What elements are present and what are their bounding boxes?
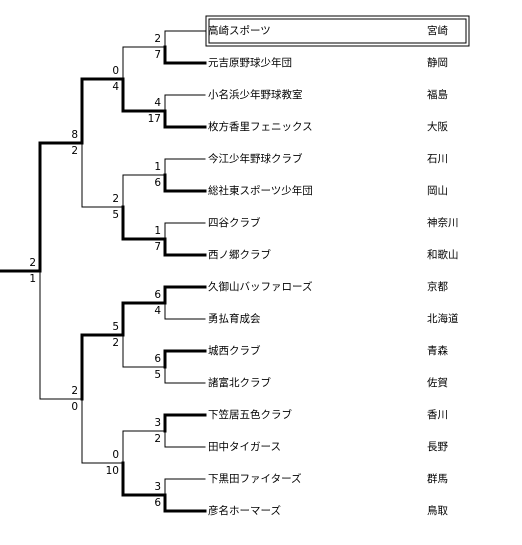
score-bottom: 2 [112,337,119,349]
team-prefecture: 佐賀 [427,376,448,389]
team-prefecture: 北海道 [427,312,459,325]
team-name: 四谷クラブ [208,216,261,229]
score-top: 1 [154,161,161,173]
score-bottom: 0 [71,401,78,413]
score-top: 2 [154,33,161,45]
team-name: 城西クラブ [208,344,261,357]
score-bottom: 2 [154,433,161,445]
team-name: 今江少年野球クラブ [208,152,303,165]
team-prefecture: 神奈川 [427,216,459,229]
team-name: 下笠居五色クラブ [208,408,292,421]
score-top: 3 [154,481,161,493]
team-prefecture: 石川 [427,153,448,165]
team-name: 元吉原野球少年団 [208,56,292,69]
team-prefecture: 香川 [427,409,448,421]
team-prefecture: 和歌山 [427,248,459,261]
score-bottom: 10 [106,465,119,477]
team-name: 小名浜少年野球教室 [208,88,303,101]
team-name: 田中タイガース [208,440,281,453]
score-top: 6 [154,289,161,301]
team-prefecture: 大阪 [427,120,448,133]
score-top: 5 [112,321,119,333]
team-prefecture: 宮崎 [427,24,448,37]
score-top: 4 [154,97,161,109]
score-bottom: 7 [154,49,161,61]
team-prefecture: 長野 [427,441,448,453]
score-bottom: 6 [154,177,161,189]
team-prefecture: 青森 [427,344,448,357]
score-top: 0 [112,65,119,77]
score-bottom: 4 [112,81,119,93]
bracket-lines [0,15,470,513]
score-top: 1 [154,225,161,237]
team-prefecture: 京都 [427,280,448,293]
score-bottom: 5 [112,209,119,221]
score-bottom: 17 [148,113,161,125]
team-name: 諸富北クラブ [208,376,271,389]
team-name: 勇払育成会 [208,312,261,325]
score-top: 6 [154,353,161,365]
team-prefecture: 福島 [427,88,448,101]
team-prefecture: 群馬 [427,472,448,485]
score-top: 3 [154,417,161,429]
score-top: 2 [112,193,119,205]
highlight-box-inner [208,18,467,44]
team-name: 西ノ郷クラブ [208,248,271,261]
highlight-box-outer [205,15,470,47]
team-name: 高崎スポーツ [208,24,271,37]
team-name: 彦名ホーマーズ [208,504,281,517]
score-top: 8 [71,129,78,141]
score-top: 0 [112,449,119,461]
score-bottom: 1 [29,273,36,285]
team-name: 下黒田ファイターズ [208,472,302,485]
score-top: 2 [71,385,78,397]
score-bottom: 5 [154,369,161,381]
team-prefecture: 岡山 [427,185,448,197]
team-name: 総社東スポーツ少年団 [208,184,313,197]
score-top: 2 [29,257,36,269]
score-bottom: 4 [154,305,161,317]
team-name: 枚方香里フェニックス [208,120,313,133]
team-prefecture: 静岡 [427,56,448,69]
score-bottom: 2 [71,145,78,157]
team-name: 久御山バッファローズ [208,280,312,293]
score-bottom: 7 [154,241,161,253]
team-prefecture: 鳥取 [427,504,448,517]
score-bottom: 6 [154,497,161,509]
